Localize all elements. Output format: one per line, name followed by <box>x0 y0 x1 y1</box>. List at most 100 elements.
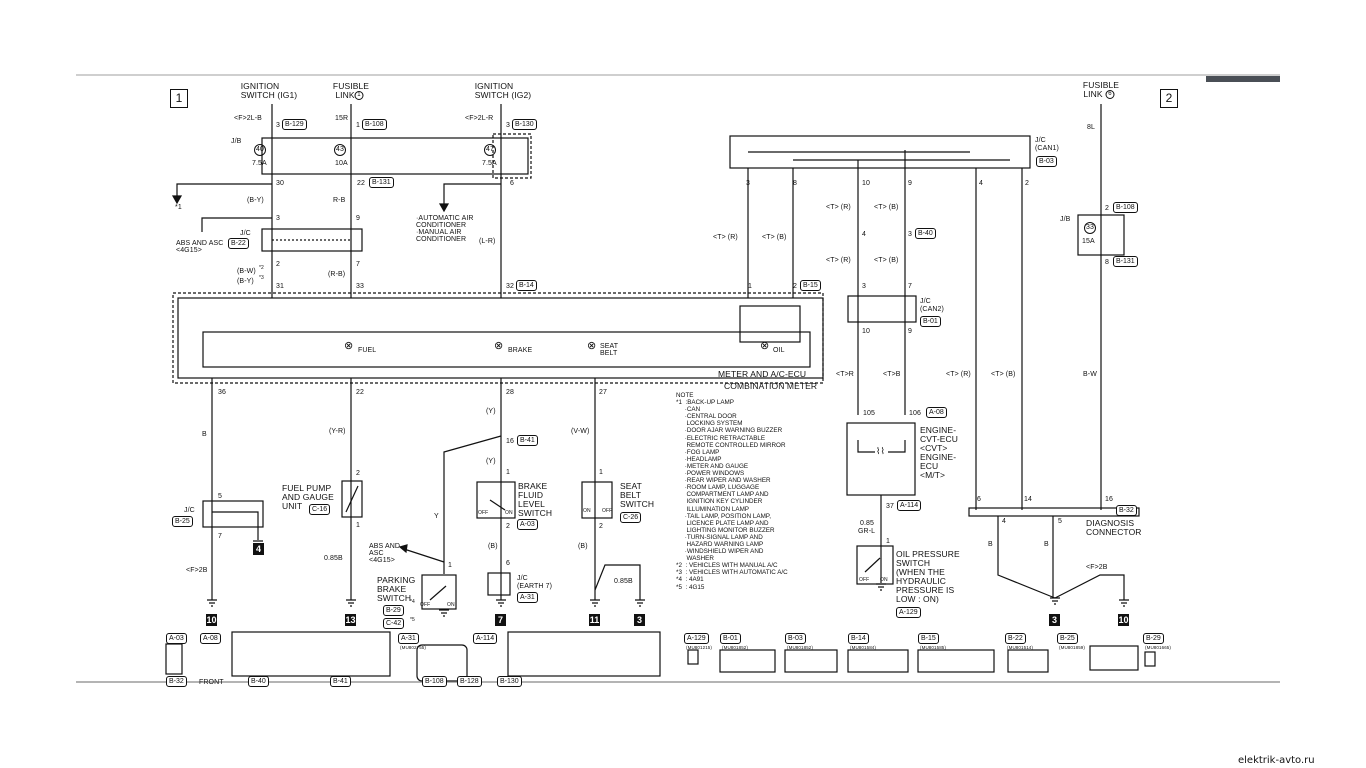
fpump-2: AND GAUGE <box>282 492 334 502</box>
note-block: NOTE *1 :BACK-UP LAMP ·CAN ·CENTRAL DOOR… <box>676 392 788 591</box>
ops-2: SWITCH <box>896 558 931 568</box>
ref-b32: B-32 <box>166 676 187 687</box>
pin-5: 5 <box>218 493 222 500</box>
ops-5: PRESSURE IS <box>896 585 955 595</box>
aac-3: ·MANUAL AIR <box>416 229 462 236</box>
pbs-on: ON <box>447 602 455 608</box>
pin-33: 33 <box>356 283 364 290</box>
ref-front: FRONT <box>199 679 224 686</box>
abs2-c: <4G15> <box>369 557 395 564</box>
bfl-2: FLUID <box>518 490 544 500</box>
diag-2: CONNECTOR <box>1086 527 1142 537</box>
pin-36: 36 <box>218 389 226 396</box>
ig1-label-2: SWITCH (IG1) <box>240 90 298 100</box>
oil-warning: OIL <box>773 347 785 354</box>
ecu-2: CVT-ECU <box>920 434 959 444</box>
pin-can-7: 7 <box>908 283 912 290</box>
wire-085b: 0.85B <box>324 555 343 562</box>
fuel-warning: FUEL <box>358 347 377 354</box>
ref-b01: B-01 <box>720 633 741 644</box>
combination-meter: COMBINATION METER <box>724 381 818 391</box>
wire-tr3: <T> (R) <box>826 257 851 264</box>
fuse-33: 33 <box>1084 222 1096 234</box>
jb-label: J/B <box>231 138 242 145</box>
ref-b108: B-108 <box>422 676 447 687</box>
jc-earth-1: J/C <box>517 575 528 582</box>
sbs-3: SWITCH <box>620 499 655 509</box>
wire-bb1: B <box>988 541 993 548</box>
pin-can-2: 2 <box>1025 180 1029 187</box>
pin-105: 105 <box>863 410 875 417</box>
wire-f2lb: <F>2L-B <box>234 115 262 122</box>
pin-2b: 2 <box>506 523 510 530</box>
seat-lamp-icon: ⊗ <box>587 340 597 352</box>
ecu-resistor-icon: ⌇⌇ <box>876 446 885 456</box>
pin-3a: 3 <box>276 122 280 129</box>
ref-mu4: (MU801852) <box>787 645 814 650</box>
pin-8r: 8 <box>1105 259 1109 266</box>
ecu-4: ENGINE- <box>920 452 957 462</box>
conn-a114: A-114 <box>897 500 922 511</box>
star5-mark: *5 <box>410 617 415 623</box>
pin-d14: 14 <box>1024 496 1032 503</box>
pbs-1: PARKING <box>377 575 416 585</box>
watermark: elektrik-avto.ru <box>1238 755 1315 766</box>
oil-lamp-icon: ⊗ <box>760 340 770 352</box>
pbs-3: SWITCH <box>377 593 412 603</box>
star4-mark: *4 <box>410 599 415 605</box>
ecu-3: <CVT> <box>920 443 948 453</box>
pin-can-4: 4 <box>979 180 983 187</box>
pin-28: 28 <box>506 389 514 396</box>
ecu-1: ENGINE- <box>920 425 957 435</box>
ref-b25: B-25 <box>1057 633 1078 644</box>
ref-a129: A-129 <box>684 633 709 644</box>
jc-b22-sub2: <4G15> <box>176 247 202 254</box>
pin-3b: 3 <box>506 122 510 129</box>
ground-10b: 10 <box>1118 614 1129 626</box>
conn-b131: B-131 <box>369 177 394 188</box>
pin-7a: 7 <box>356 261 360 268</box>
pin-1b: 1 <box>506 469 510 476</box>
aac-2: CONDITIONER <box>416 222 467 229</box>
pin-9a: 9 <box>356 215 360 222</box>
ops-1: OIL PRESSURE <box>896 549 960 559</box>
fl1-number: 1 <box>354 91 364 100</box>
pin-can-8: 8 <box>793 180 797 187</box>
bfl-off: OFF <box>478 510 489 516</box>
wire-tb3: <T> (B) <box>874 257 899 264</box>
fuse-33-rating: 15A <box>1082 238 1095 245</box>
ground-4: 4 <box>253 543 264 555</box>
pin-22b: 22 <box>356 389 364 396</box>
pin-can-10: 10 <box>862 180 870 187</box>
wire-grl: GR-L <box>858 528 876 535</box>
ops-3: (WHEN THE <box>896 567 945 577</box>
conn-a129: A-129 <box>896 607 921 618</box>
pin-30: 30 <box>276 180 284 187</box>
wire-by: (B-Y) <box>247 197 264 204</box>
ref-a31: A-31 <box>398 633 419 644</box>
wire-tr2: <T> (R) <box>713 234 738 241</box>
ref-mu1: (MU802755) <box>400 645 427 650</box>
ref-mu7: (MU801514) <box>1007 645 1034 650</box>
wire-b-1: (B) <box>488 543 498 550</box>
wire-b-w: B-W <box>1083 371 1097 378</box>
star1-note: *1 <box>175 204 182 211</box>
wire-y3: Y <box>434 513 439 520</box>
fpump-3: UNIT <box>282 501 303 511</box>
pin-6: 6 <box>510 180 514 187</box>
pin-22a: 22 <box>357 180 365 187</box>
wire-8l: 8L <box>1087 124 1095 131</box>
pin-16: 16 <box>506 438 514 445</box>
conn-c26: C-26 <box>620 512 642 523</box>
ground-3a: 3 <box>634 614 645 626</box>
pin-27: 27 <box>599 389 607 396</box>
wire-y1: (Y) <box>486 408 496 415</box>
ground-7: 7 <box>495 614 506 626</box>
wire-tr1: <T> (R) <box>826 204 851 211</box>
pin-2r: 2 <box>1105 205 1109 212</box>
wire-vw: (V-W) <box>571 428 590 435</box>
wire-tr4: <T>R <box>836 371 854 378</box>
pin-d16: 16 <box>1105 496 1113 503</box>
abs2-a: ABS AND <box>369 543 401 550</box>
sbs-1: SEAT <box>620 481 642 491</box>
